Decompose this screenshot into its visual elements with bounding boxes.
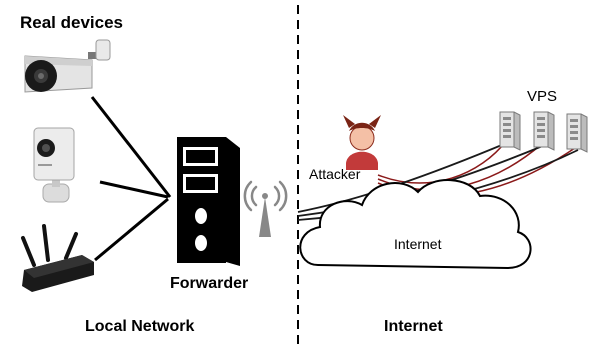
device-links	[90, 96, 172, 262]
internet-section-label: Internet	[384, 318, 443, 335]
attacker-label: Attacker	[309, 166, 361, 182]
camera-cube-icon	[33, 127, 75, 203]
local-network-label: Local Network	[85, 318, 195, 335]
real-devices-label: Real devices	[20, 13, 124, 32]
vps-server-1-icon	[499, 111, 521, 151]
internet-cloud-label: Internet	[394, 236, 442, 252]
vps-label: VPS	[527, 88, 558, 105]
camera-bullet-icon	[24, 39, 111, 93]
vps-server-2-icon	[533, 111, 555, 151]
forwarder-label: Forwarder	[170, 275, 249, 292]
attacker-icon	[343, 115, 381, 170]
vps-server-3-icon	[566, 113, 588, 153]
forwarder-server-icon	[177, 137, 240, 266]
internet-cloud	[299, 179, 532, 270]
router-icon	[21, 224, 94, 292]
wifi-antenna-icon	[243, 180, 288, 237]
